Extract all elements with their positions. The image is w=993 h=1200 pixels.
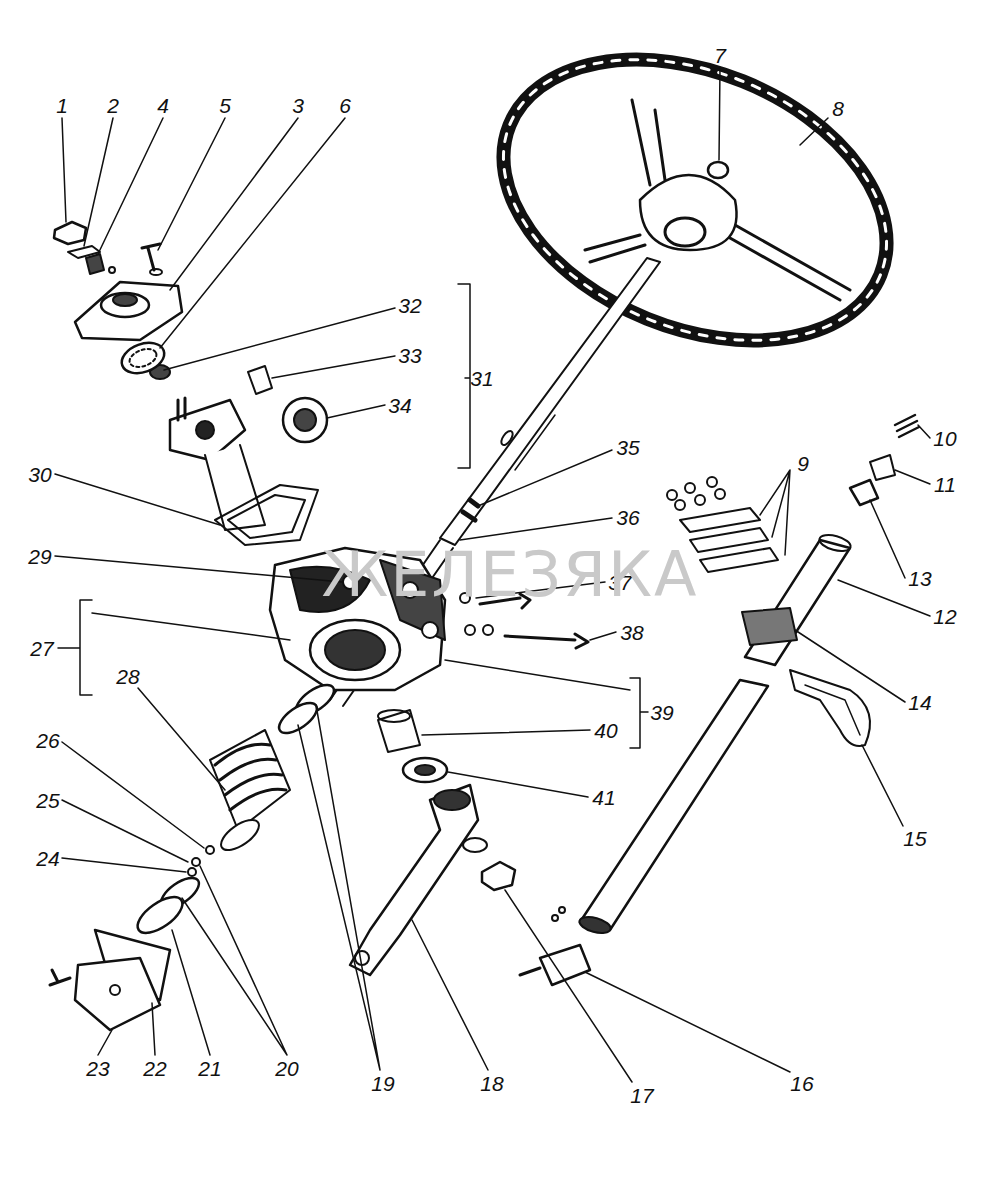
callout-number: 33 (398, 345, 421, 366)
callout-number: 4 (157, 95, 169, 116)
callout-number: 2 (107, 95, 119, 116)
callout-number: 12 (933, 606, 956, 627)
worm-assembly (50, 679, 339, 1030)
callout-number: 40 (594, 720, 617, 741)
callout-number: 3 (292, 95, 304, 116)
small-parts (54, 222, 327, 442)
callout-number: 29 (28, 546, 51, 567)
watermark: ЖЕЛЕЗЯКА (321, 544, 698, 606)
callout-number: 24 (36, 848, 59, 869)
callout-number: 39 (650, 702, 673, 723)
callout-number: 19 (371, 1073, 394, 1094)
callout-number: 8 (832, 98, 844, 119)
callout-number: 34 (388, 395, 411, 416)
side-parts (350, 593, 588, 975)
callout-number: 35 (616, 437, 639, 458)
callout-number: 5 (219, 95, 231, 116)
callout-number: 16 (790, 1073, 813, 1094)
callout-number: 7 (714, 45, 726, 66)
callout-number: 22 (143, 1058, 166, 1079)
callout-number: 23 (86, 1058, 109, 1079)
callout-number: 32 (398, 295, 421, 316)
callout-number: 6 (339, 95, 351, 116)
callout-number: 41 (592, 787, 615, 808)
callout-number: 14 (908, 692, 931, 713)
callout-number: 30 (28, 464, 51, 485)
callout-number: 13 (908, 568, 931, 589)
callout-number: 26 (36, 730, 59, 751)
callout-number: 21 (198, 1058, 221, 1079)
callout-number: 10 (933, 428, 956, 449)
callout-number: 20 (275, 1058, 298, 1079)
column-tube (520, 415, 919, 985)
callout-number: 38 (620, 622, 643, 643)
callout-number: 15 (903, 828, 926, 849)
callout-number: 31 (470, 368, 493, 389)
callout-number: 27 (30, 638, 53, 659)
sector-shaft (150, 365, 318, 545)
callout-number: 11 (934, 474, 956, 495)
callout-number: 1 (56, 95, 68, 116)
callout-number: 28 (116, 666, 139, 687)
callout-number: 18 (480, 1073, 503, 1094)
callout-number: 9 (797, 453, 809, 474)
callout-number: 25 (36, 790, 59, 811)
callout-number: 36 (616, 507, 639, 528)
callout-number: 17 (630, 1085, 653, 1106)
steering-wheel (462, 6, 929, 393)
leader-lines (55, 68, 930, 1082)
